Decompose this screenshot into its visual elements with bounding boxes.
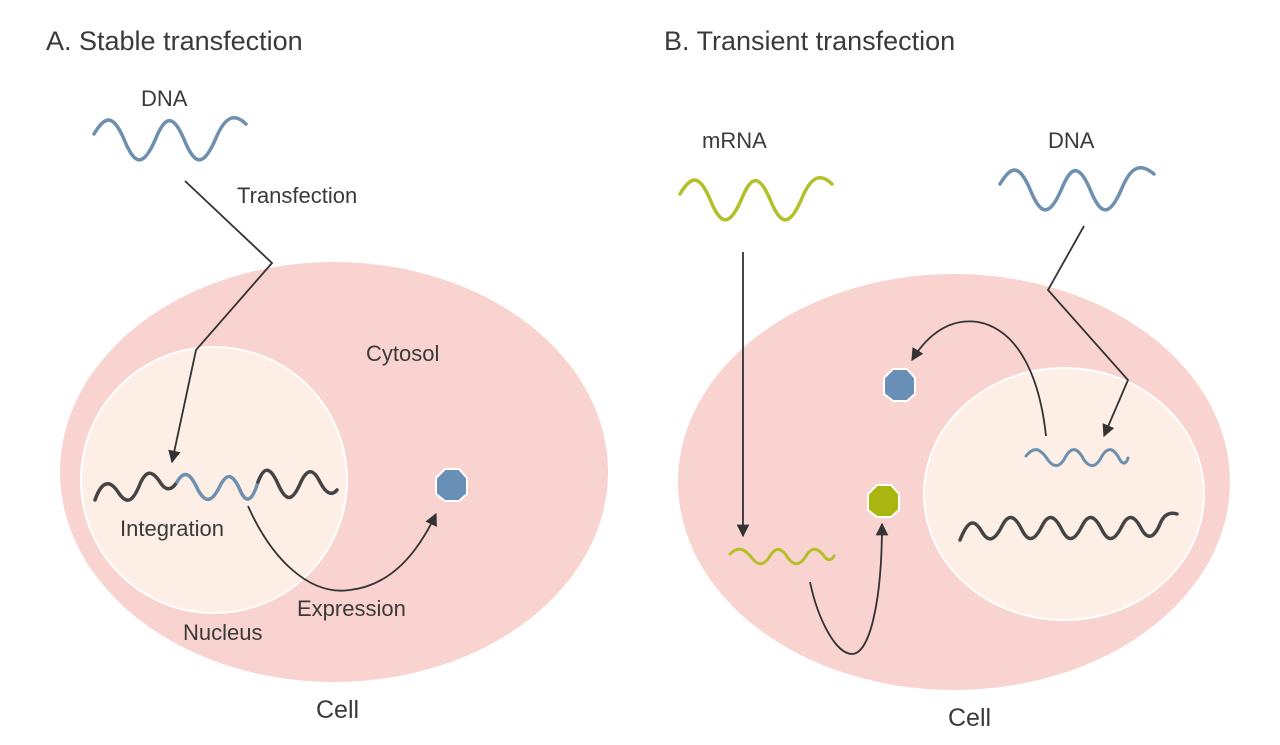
dna-strand-b <box>998 165 1156 212</box>
dna-label-a: DNA <box>141 86 188 111</box>
translation-arrow <box>809 522 889 655</box>
cytosol-label: Cytosol <box>366 341 439 366</box>
transfection-arrow <box>168 180 274 464</box>
dna-in-nucleus <box>1024 448 1130 467</box>
panel-stable-transfection: A. Stable transfection DNA Transfection … <box>46 26 608 724</box>
transfection-label: Transfection <box>237 183 357 208</box>
panel-transient-transfection: B. Transient transfection mRNA DNA Cell <box>664 26 1230 732</box>
nucleus-b <box>923 367 1205 621</box>
expression-label: Expression <box>297 596 406 621</box>
host-dna-b <box>958 511 1179 542</box>
mrna-strand <box>678 175 834 222</box>
cell-label-a: Cell <box>316 696 359 724</box>
mrna-label: mRNA <box>702 128 767 153</box>
dna-expression-arrow <box>911 320 1047 437</box>
host-dna-left <box>93 471 179 502</box>
integration-label: Integration <box>120 516 224 541</box>
mrna-in-cytosol <box>728 547 836 566</box>
nucleus-label: Nucleus <box>183 620 262 645</box>
dna-strand-a <box>92 115 248 162</box>
protein-blue-icon-b <box>883 368 916 402</box>
panel-b-title: B. Transient transfection <box>664 26 955 56</box>
panel-a-title: A. Stable transfection <box>46 26 303 56</box>
expression-arrow <box>247 505 437 592</box>
dna-label-b: DNA <box>1048 128 1095 153</box>
integrated-dna-insert <box>175 472 260 501</box>
protein-green-icon <box>867 484 900 518</box>
protein-blue-icon-a <box>435 468 468 502</box>
nucleus-a <box>80 346 348 614</box>
host-dna-right <box>256 468 339 500</box>
dna-entry-arrow <box>1046 225 1130 438</box>
cell-label-b: Cell <box>948 704 991 732</box>
